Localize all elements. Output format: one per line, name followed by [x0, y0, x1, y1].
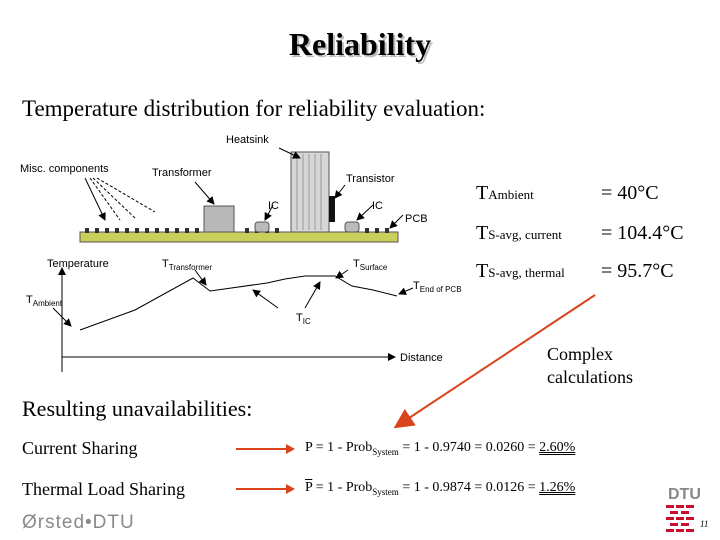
pcb-label: PCB — [405, 213, 428, 225]
current-sharing-arrow-line — [236, 448, 288, 450]
t-savg-thermal-value: = 95.7°C — [601, 260, 674, 282]
thermal-sharing-arrow-head — [286, 484, 295, 494]
thermal-sharing-formula: P = 1 - ProbSystem = 1 - 0.9874 = 0.0126… — [305, 480, 576, 497]
t-savg-current-symbol: TS-avg, current — [476, 222, 562, 244]
pcb-board — [79, 231, 399, 243]
t-savg-thermal-symbol: TS-avg, thermal — [476, 260, 565, 282]
t-transformer-label: TTransformer — [162, 258, 212, 273]
t-surface-label: TSurface — [353, 258, 388, 273]
ic-right-label: IC — [372, 200, 383, 212]
thermal-sharing-arrow-line — [236, 488, 288, 490]
ic-left-component — [254, 221, 270, 233]
t-ic-label: TIC — [296, 312, 311, 327]
t-ambient-value: = 40°C — [601, 182, 659, 204]
complex-calculations-callout: Complex calculations — [547, 344, 633, 387]
distance-axis-label: Distance — [400, 352, 443, 364]
transistor-label: Transistor — [346, 173, 395, 185]
t-ambient-label: TAmbient — [26, 294, 63, 309]
t-end-of-pcb-label: TEnd of PCB — [413, 280, 462, 295]
t-savg-current-value: = 104.4°C — [601, 222, 684, 244]
page-number: 11 — [700, 519, 709, 529]
dtu-logo-text: DTU — [668, 486, 701, 503]
ic-right-component — [344, 221, 360, 233]
transformer-component — [203, 205, 235, 233]
slide-title: Reliability — [288, 26, 432, 62]
results-heading: Resulting unavailabilities: — [22, 396, 253, 421]
misc-components-label: Misc. components — [20, 163, 109, 175]
ic-left-label: IC — [268, 200, 279, 212]
transistor-component — [329, 196, 335, 222]
orsted-dtu-logo: Ørsted•DTU — [22, 512, 135, 533]
temperature-distribution-diagram — [52, 147, 414, 372]
dtu-logo-icon — [666, 505, 694, 532]
thermal-load-sharing-label: Thermal Load Sharing — [22, 479, 185, 499]
temperature-profile-curve — [79, 275, 398, 331]
temperature-axis-label: Temperature — [47, 258, 109, 270]
callout-arrow — [393, 294, 596, 429]
current-sharing-formula: P = 1 - ProbSystem = 1 - 0.9740 = 0.0260… — [305, 440, 576, 457]
current-sharing-label: Current Sharing — [22, 438, 138, 458]
current-sharing-arrow-head — [286, 444, 295, 454]
transformer-label: Transformer — [152, 167, 212, 179]
heatsink-label: Heatsink — [226, 134, 269, 146]
t-ambient-symbol: TAmbient — [476, 182, 534, 204]
slide-subtitle: Temperature distribution for reliability… — [22, 96, 486, 121]
